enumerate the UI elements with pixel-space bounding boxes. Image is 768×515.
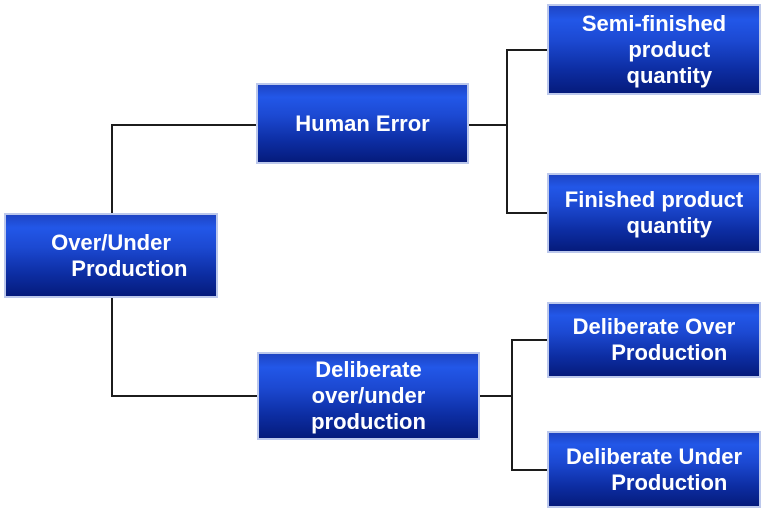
connector-human-error-branch-vertical [506, 49, 508, 214]
node-label-deliberate-over-under-production: Deliberate over/under production [311, 357, 426, 434]
node-label-over-under-production: Over/Under Production [51, 229, 188, 281]
connector-to-deliberate-over [511, 339, 547, 341]
connector-deliberate-out [480, 395, 513, 397]
connector-to-deliberate-under [511, 469, 547, 471]
node-label-finished-product-quantity: Finished product quantity [564, 187, 744, 238]
node-deliberate-under-production: Deliberate Under Production [547, 431, 761, 508]
connector-root-to-deliberate [111, 395, 257, 397]
node-label-deliberate-under-production: Deliberate Under Production [565, 443, 743, 495]
connector-to-finished-product [506, 212, 547, 214]
node-label-human-error: Human Error [295, 110, 430, 136]
node-label-deliberate-over-production: Deliberate Over Production [572, 314, 736, 365]
node-human-error: Human Error [256, 83, 469, 164]
node-deliberate-over-production: Deliberate Over Production [547, 302, 761, 378]
node-over-under-production: Over/Under Production [4, 213, 218, 298]
node-semi-finished-product-quantity: Semi-finished product quantity [547, 4, 761, 95]
node-deliberate-over-under-production: Deliberate over/under production [257, 352, 480, 440]
connector-deliberate-branch-vertical [511, 339, 513, 471]
connector-to-semi-finished [506, 49, 547, 51]
node-finished-product-quantity: Finished product quantity [547, 173, 761, 253]
connector-human-error-out [469, 124, 507, 126]
node-label-semi-finished-product-quantity: Semi-finished product quantity [581, 10, 727, 88]
connector-root-to-human-error [111, 124, 256, 126]
